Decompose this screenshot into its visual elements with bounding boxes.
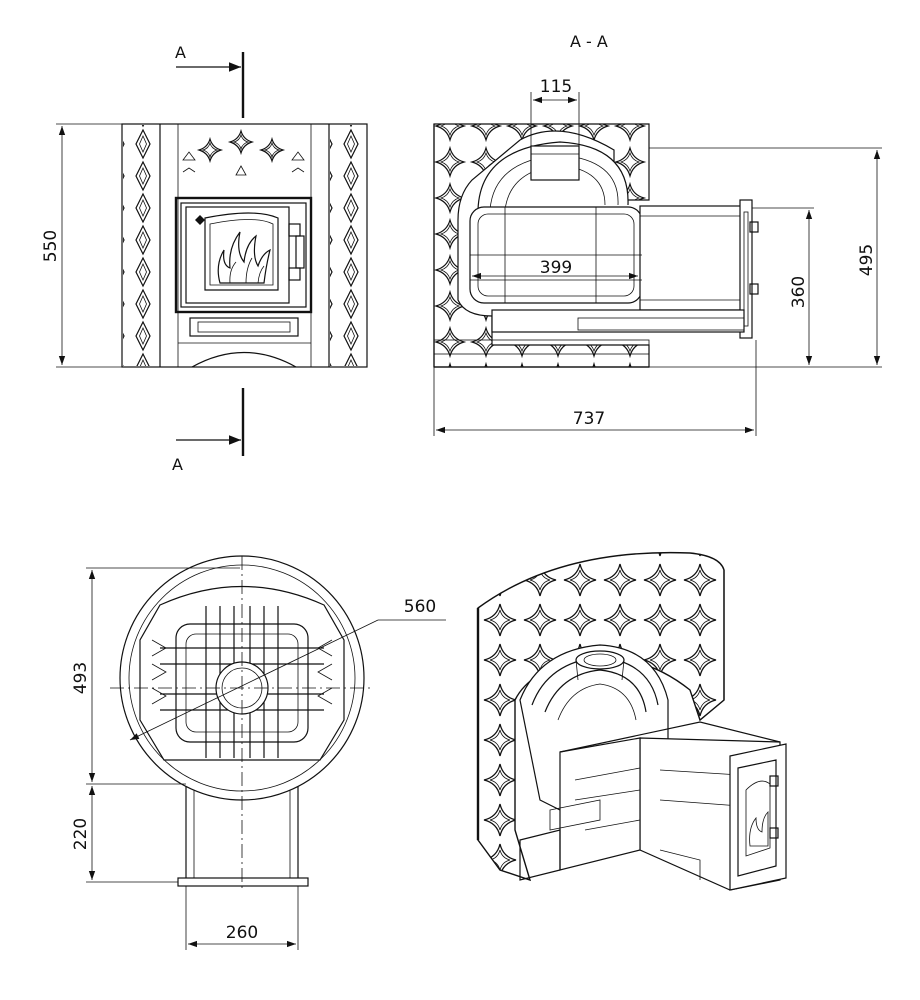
dim-section-height-label: 495 bbox=[857, 244, 877, 276]
dim-top-depth-label: 493 bbox=[71, 662, 91, 694]
dim-section-firebox-label: 399 bbox=[540, 258, 572, 278]
front-view bbox=[121, 123, 368, 368]
section-mark-bottom: A bbox=[172, 455, 183, 474]
dim-section-height: 495 bbox=[649, 147, 882, 368]
dim-top-channel-width-label: 260 bbox=[226, 923, 258, 943]
dim-top-depth: 493 bbox=[71, 567, 240, 785]
dim-section-door: 360 bbox=[752, 207, 814, 365]
isometric-view bbox=[476, 551, 787, 891]
dim-top-channel-width: 260 bbox=[185, 886, 299, 950]
section-cut-markers: A A bbox=[172, 43, 245, 474]
dim-top-channel-length-label: 220 bbox=[71, 818, 91, 850]
section-view bbox=[433, 123, 759, 368]
dim-section-firebox: 399 bbox=[472, 257, 638, 280]
dim-section-door-label: 360 bbox=[789, 276, 809, 308]
dim-front-height: 550 bbox=[41, 123, 122, 368]
dim-top-diameter: 560 bbox=[129, 597, 446, 741]
section-title: A - A bbox=[570, 32, 608, 51]
dim-section-length: 737 bbox=[433, 340, 757, 436]
section-mark-top: A bbox=[175, 43, 186, 62]
dim-top-diameter-label: 560 bbox=[404, 597, 436, 617]
dim-section-length-label: 737 bbox=[573, 409, 605, 429]
dim-section-chimney: 115 bbox=[530, 77, 580, 146]
dim-front-height-label: 550 bbox=[41, 230, 61, 262]
top-view bbox=[110, 555, 374, 890]
dim-top-channel-length: 220 bbox=[71, 786, 178, 883]
dim-section-chimney-label: 115 bbox=[540, 77, 572, 97]
